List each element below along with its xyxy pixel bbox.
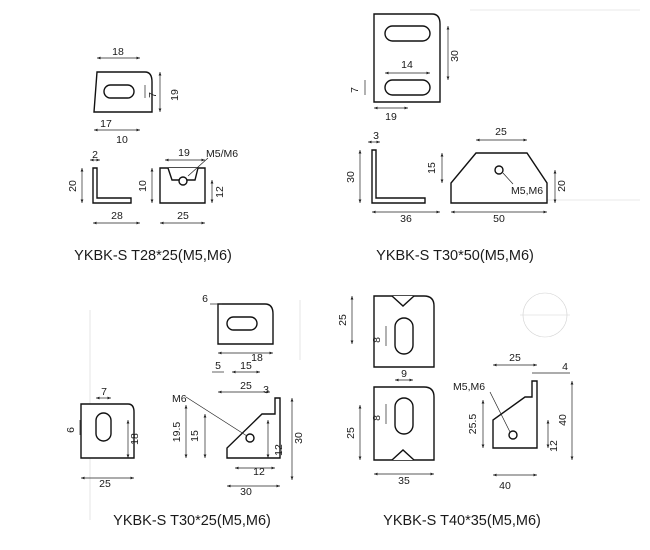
- dim-label: 25: [337, 314, 349, 326]
- dim-label: 19: [385, 111, 397, 123]
- dim-label: 20: [556, 180, 568, 192]
- dim-label: 28: [111, 210, 123, 222]
- bracket-side-view: [371, 149, 426, 204]
- dim-label: 20: [67, 180, 79, 192]
- thread-label: M5/M6: [206, 148, 238, 160]
- dim-label: 25: [240, 380, 252, 392]
- dim-label: 4: [562, 361, 568, 373]
- thread-label: M6: [172, 393, 187, 405]
- slot: [394, 317, 414, 355]
- drawing-t30x25: 6 18 7 6 18 25 M6 5 15 3 25 19.5 15 30 1…: [65, 293, 305, 529]
- dim-label: 25: [99, 478, 111, 490]
- dim-label: 12: [273, 444, 285, 456]
- dim-label: 30: [345, 171, 357, 183]
- dim-label: 40: [557, 414, 569, 426]
- dim-label: 8: [371, 337, 383, 343]
- dim-label: 7: [147, 92, 159, 98]
- dim-label: 9: [401, 368, 407, 380]
- dim-label: 25: [345, 427, 357, 439]
- v-notch: [391, 449, 415, 461]
- bracket-side-view: [92, 167, 132, 204]
- bracket-angled-view: [492, 380, 538, 449]
- mounting-hole: [494, 165, 504, 175]
- dim-label: 10: [116, 134, 128, 146]
- dim-label: 10: [137, 180, 149, 192]
- dim-label: 6: [65, 427, 77, 433]
- dim-label: 30: [293, 432, 305, 444]
- dim-label: 35: [398, 475, 410, 487]
- dim-label: 5: [215, 360, 221, 372]
- dim-label: 8: [371, 415, 383, 421]
- dim-label: 12: [253, 466, 265, 478]
- dim-label: 18: [251, 352, 263, 364]
- dim-label: 6: [202, 293, 208, 305]
- dim-label: 19: [169, 89, 181, 101]
- dim-label: 18: [129, 433, 141, 445]
- dim-label: 2: [92, 149, 98, 161]
- drawing-t30x50: 30 14 7 19 3 30 36 25 15 M5,M6 20 50 YKB…: [345, 13, 568, 264]
- bracket-front-view: [450, 152, 548, 204]
- slot: [384, 79, 431, 96]
- mounting-hole: [508, 430, 518, 440]
- dim-label: 15: [189, 430, 201, 442]
- dim-label: 7: [349, 87, 361, 93]
- dim-label: 12: [214, 186, 226, 198]
- dim-label: 30: [449, 50, 461, 62]
- dim-label: 25: [509, 352, 521, 364]
- model-caption: YKBK-S T30*25(M5,M6): [113, 513, 271, 529]
- slot: [226, 316, 258, 331]
- dim-label: 12: [548, 440, 560, 452]
- drawing-t28x25: 18 19 7 17 10 2 20 28 19 M5/M6 10 12 25 …: [67, 46, 238, 264]
- v-notch: [391, 295, 415, 307]
- slot: [95, 412, 112, 442]
- dim-label: 36: [400, 213, 412, 225]
- model-caption: YKBK-S T30*50(M5,M6): [376, 248, 534, 264]
- dim-label: 19: [178, 147, 190, 159]
- model-caption: YKBK-S T28*25(M5,M6): [74, 248, 232, 264]
- thread-label: M5,M6: [511, 185, 543, 197]
- slot: [384, 25, 431, 42]
- slot: [103, 84, 135, 99]
- dim-label: 3: [373, 130, 379, 142]
- dim-label: 25: [177, 210, 189, 222]
- slot: [394, 397, 414, 435]
- dim-label: 18: [112, 46, 124, 58]
- dim-label: 15: [240, 360, 252, 372]
- dim-label: 7: [101, 386, 107, 398]
- model-caption: YKBK-S T40*35(M5,M6): [383, 513, 541, 529]
- dim-label: 25: [495, 126, 507, 138]
- dim-label: 3: [263, 384, 269, 396]
- dim-label: 50: [493, 213, 505, 225]
- dim-label: 17: [100, 118, 112, 130]
- mounting-hole: [178, 176, 188, 186]
- dim-label: 14: [401, 59, 413, 71]
- mounting-hole: [245, 433, 255, 443]
- drawing-t40x35: 25 8 9 8 25 35 M5,M6 25 4 25.5 40 12 40 …: [337, 295, 574, 529]
- thread-label: M5,M6: [453, 381, 485, 393]
- dim-label: 30: [240, 486, 252, 498]
- dim-label: 15: [426, 162, 438, 174]
- dim-label: 25.5: [467, 414, 479, 435]
- dim-label: 40: [499, 480, 511, 492]
- dim-label: 19.5: [171, 422, 183, 443]
